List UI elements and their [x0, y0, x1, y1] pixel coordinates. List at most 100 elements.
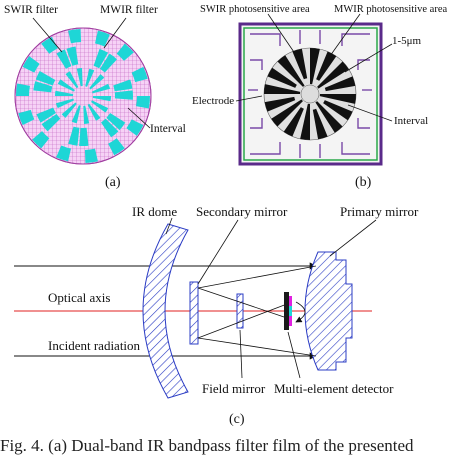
field-mirror-label: Field mirror: [202, 381, 266, 396]
mwir-filter-segment: [116, 43, 134, 61]
panel-b: SWIR photosensitive area MWIR photosensi…: [192, 4, 447, 190]
panel-b-tag: (b): [355, 175, 372, 190]
gap-leader: [344, 43, 393, 73]
mwir-filter-segment: [101, 118, 119, 138]
mwir-filter-segment: [91, 100, 109, 113]
rotation-arrow-icon: [295, 301, 306, 323]
electrode-traces: [248, 30, 372, 158]
detector-leader: [287, 331, 301, 379]
photosensitive-sector: [292, 48, 308, 80]
ir-dome-label: IR dome: [132, 204, 177, 219]
mwir-filter-segment: [55, 98, 74, 109]
mwir-filter-segment: [61, 102, 77, 118]
swir-filter-label: SWIR filter: [4, 4, 58, 16]
mwir-filter-segment: [36, 107, 56, 123]
mwir-filter-segment: [33, 81, 53, 93]
electrode-trace: [341, 33, 370, 46]
photosensitive-sector: [323, 100, 353, 121]
mwir-filter-segment: [66, 46, 79, 66]
panel-c: IR dome Secondary mirror Primary mirror …: [14, 204, 419, 427]
mwir-filter-segment: [41, 36, 58, 54]
reflected-rays: [197, 265, 317, 357]
chip-border: [243, 27, 378, 161]
incident-radiation-label: Incident radiation: [48, 338, 141, 353]
electrode-label: Electrode: [192, 95, 234, 107]
interval-label-a: Interval: [150, 123, 186, 135]
filter-disc: [14, 27, 152, 165]
electrode-trace: [250, 142, 281, 155]
mwir-filter-rays: [16, 29, 150, 163]
mwir-area-label: MWIR photosensitive area: [334, 4, 447, 15]
disc-outline: [14, 27, 152, 165]
swir-leader-line: [32, 17, 63, 53]
figure-caption: Fig. 4. (a) Dual-band IR bandpass filter…: [0, 436, 414, 455]
mwir-filter-segment: [55, 90, 74, 96]
mwir-filter-segment: [79, 127, 89, 146]
mwir-filter-segment: [41, 113, 61, 132]
photosensitive-sector: [312, 108, 328, 140]
mwir-filter-segment: [32, 131, 50, 149]
mwir-filter-segment: [106, 113, 126, 131]
optical-axis-label: Optical axis: [48, 290, 110, 305]
swir-area-leader: [267, 13, 299, 59]
photosensitive-sector: [315, 101, 343, 133]
secondary-leader: [197, 219, 239, 285]
photosensitive-sector: [316, 51, 337, 81]
photosensitive-sector: [324, 76, 356, 92]
photosensitive-sector: [310, 48, 320, 85]
electrode-trace: [357, 59, 370, 70]
electrode-trace: [341, 142, 370, 155]
ir-dome: [142, 223, 189, 399]
primary-mirror-label: Primary mirror: [340, 204, 419, 219]
detector-label: Multi-element detector: [274, 381, 394, 396]
photosensitive-sector: [319, 94, 356, 104]
mwir-filter-segment: [95, 30, 110, 47]
mwir-filter-segment: [136, 96, 150, 109]
secondary-mirror-label: Secondary mirror: [196, 204, 288, 219]
photosensitive-sector: [267, 67, 297, 88]
secondary-mirror: [189, 281, 199, 345]
mwir-filter-segment: [84, 148, 98, 163]
mwir-filter-label: MWIR filter: [100, 4, 158, 16]
electrode-trace: [250, 118, 263, 129]
mwir-filter-segment: [113, 79, 133, 92]
photosensitive-sector: [277, 55, 305, 87]
interval-label-b: Interval: [394, 115, 428, 127]
mwir-filter-segment: [92, 96, 111, 102]
mwir-area-leader: [329, 13, 361, 57]
mwir-filter-segment: [71, 105, 81, 124]
photosensitive-disc-center: [300, 84, 320, 104]
photosensitive-sector: [271, 99, 303, 127]
photosensitive-sector: [264, 84, 301, 94]
mwir-filter-segment: [87, 103, 101, 121]
mwir-filter-segment: [126, 119, 144, 136]
primary-leader: [329, 219, 377, 257]
electrode-trace: [357, 118, 370, 129]
swir-area-label: SWIR photosensitive area: [200, 4, 310, 15]
field-leader: [239, 329, 243, 379]
mwir-filter-segment: [93, 48, 109, 69]
electrode-trace: [250, 33, 281, 46]
mwir-filter-segment: [68, 126, 80, 146]
photosensitive-sector: [317, 61, 349, 89]
panel-c-tag: (c): [229, 412, 245, 427]
mwir-filter-segment: [22, 56, 40, 73]
field-mirror: [236, 293, 244, 329]
panel-a: SWIR filter MWIR filter Interval (a): [4, 4, 186, 190]
interval-leader-line: [127, 107, 151, 129]
mwir-filter-segment: [131, 66, 148, 83]
mwir-leader-line: [103, 17, 127, 49]
mwir-filter-segment: [35, 70, 56, 86]
mwir-filter-segment: [108, 138, 125, 156]
photosensitive-sector: [300, 103, 310, 140]
mwir-filter-segment: [56, 145, 71, 162]
photosensitive-sector: [264, 96, 296, 112]
mwir-filter-segment: [89, 74, 105, 90]
primary-mirror: [304, 251, 353, 371]
mwir-filter-segment: [100, 53, 118, 73]
mwir-filter-segment: [114, 90, 133, 100]
mwir-filter-segment: [83, 105, 90, 124]
multi-element-detector: [284, 292, 292, 330]
mwir-filter-segment: [85, 68, 95, 87]
